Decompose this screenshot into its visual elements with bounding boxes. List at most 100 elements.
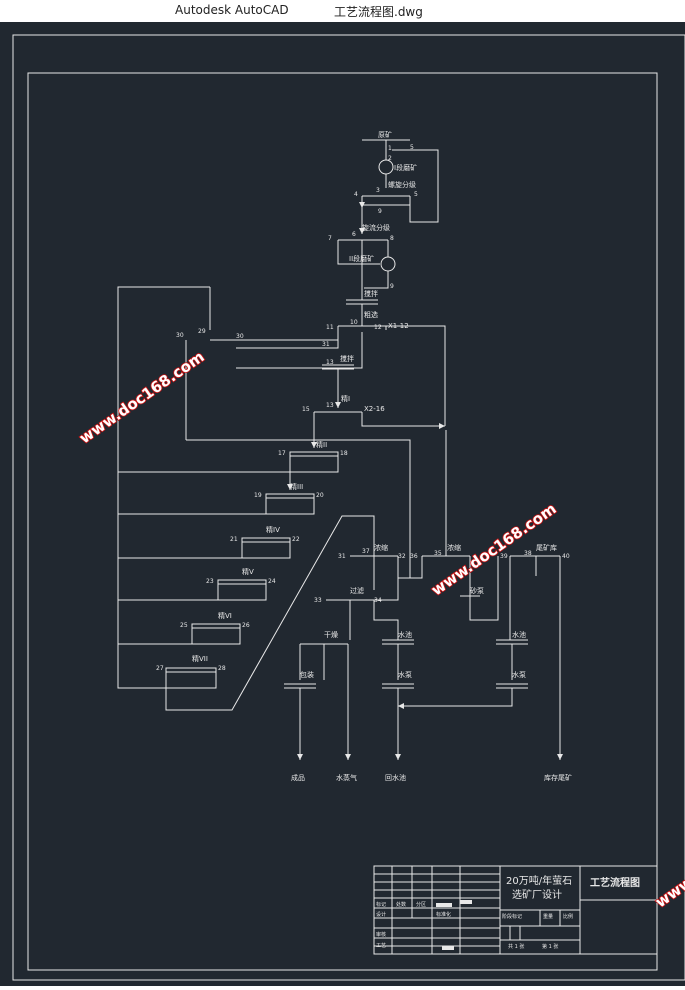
tb-label-scale: 比例 <box>563 913 573 920</box>
stream-number: 27 <box>156 665 164 672</box>
stream-number: 37 <box>362 548 370 555</box>
label-stir2: 搅拌 <box>340 354 354 363</box>
label-conc-thick: 浓缩 <box>374 543 388 552</box>
label-ore: 原矿 <box>378 130 392 139</box>
label-clean6: 精VI <box>218 611 232 620</box>
stream-number: 13 <box>326 402 334 409</box>
tb-label-count: 处数 <box>396 901 406 908</box>
label-clean5: 精V <box>242 567 254 576</box>
label-wp2: 水泵 <box>398 670 412 679</box>
output-steam: 水蒸气 <box>336 773 357 782</box>
stream-number: 7 <box>328 235 332 242</box>
label-clean1: 精I <box>341 394 350 403</box>
label-cyclone: 旋流分级 <box>362 223 390 232</box>
stream-number: 35 <box>434 550 442 557</box>
stream-number: 31 <box>338 553 346 560</box>
stream-number: 9 <box>390 283 394 290</box>
tb-sheet-page: 第 1 张 <box>542 943 558 950</box>
stream-number: 38 <box>524 550 532 557</box>
stream-number: 6 <box>352 231 356 238</box>
stream-number: 17 <box>278 450 286 457</box>
stream-number: 5 <box>414 191 418 198</box>
label-wp4: 水泵 <box>512 670 526 679</box>
tb-label-process: 工艺 <box>376 943 386 949</box>
stream-number: 34 <box>374 597 382 604</box>
app-title: Autodesk AutoCAD <box>175 3 289 17</box>
stream-number: 19 <box>254 492 262 499</box>
stream-number: 11 <box>326 324 334 331</box>
label-tail-dam: 尾矿库 <box>536 543 557 552</box>
tb-label-weight: 重量 <box>543 913 553 920</box>
inner-frame <box>27 72 658 971</box>
flowsheet-drawing: 原矿 I段磨矿 螺旋分级 旋流分级 II段磨矿 搅拌 粗选 搅拌 精I 精II … <box>12 34 685 981</box>
stream-number: 9 <box>378 208 382 215</box>
label-dry: 干燥 <box>324 630 338 639</box>
tb-label-standard: 标准化 <box>436 911 451 918</box>
stream-number: 29 <box>198 328 206 335</box>
label-clean7: 精VII <box>192 654 208 663</box>
stream-number: 30 <box>176 332 184 339</box>
label-scav-clean: X2-16 <box>364 405 385 413</box>
project-title-line2: 选矿厂设计 <box>512 888 562 901</box>
tb-label-mark: 标记 <box>376 901 386 908</box>
label-pump-b: 砂泵 <box>470 586 484 595</box>
stream-number: 4 <box>354 191 358 198</box>
stream-number: 15 <box>302 406 310 413</box>
stream-number: 24 <box>268 578 276 585</box>
title-block-fill <box>436 903 452 907</box>
label-scav-rough: X1-12 <box>388 322 409 330</box>
stream-number: 12 <box>374 324 382 331</box>
output-product: 成品 <box>291 773 305 782</box>
stream-number: 32 <box>398 553 406 560</box>
stream-number: 5 <box>410 144 414 151</box>
stream-number: 26 <box>242 622 250 629</box>
tb-label-zone: 分区 <box>416 901 426 908</box>
stream-number: 3 <box>376 187 380 194</box>
stream-number: 1 <box>388 145 392 152</box>
tb-sheet-total: 共 1 张 <box>508 943 524 950</box>
stream-number: 10 <box>350 319 358 326</box>
label-clean3: 精III <box>290 482 303 491</box>
stream-number: 28 <box>218 665 226 672</box>
stream-number: 18 <box>340 450 348 457</box>
label-stir1: 搅拌 <box>364 289 378 298</box>
tb-label-stage: 阶段标记 <box>502 913 522 920</box>
drawing-title: 工艺流程图 <box>590 876 640 889</box>
ball-mill-2-icon <box>380 256 396 272</box>
stream-number: 22 <box>292 536 300 543</box>
label-clean4: 精IV <box>266 525 280 534</box>
stream-number: 39 <box>500 553 508 560</box>
stream-number: 31 <box>322 341 330 348</box>
stream-number: 33 <box>314 597 322 604</box>
output-return-water: 回水池 <box>385 773 406 782</box>
stream-number: 8 <box>390 235 394 242</box>
label-wp3: 水池 <box>512 630 526 639</box>
stream-number: 30 <box>236 333 244 340</box>
file-title: 工艺流程图.dwg <box>334 5 423 19</box>
label-filter: 过滤 <box>350 586 364 595</box>
outer-frame <box>12 34 685 981</box>
drawing-canvas[interactable]: 原矿 I段磨矿 螺旋分级 旋流分级 II段磨矿 搅拌 粗选 搅拌 精I 精II … <box>0 22 685 986</box>
ball-mill-1-icon <box>378 159 394 175</box>
label-rough: 粗选 <box>364 310 378 319</box>
label-classifier1: 螺旋分级 <box>388 180 416 189</box>
stream-number: 36 <box>410 553 418 560</box>
label-clean2: 精II <box>316 440 327 449</box>
stream-number: 23 <box>206 578 214 585</box>
output-tailings: 库存尾矿 <box>544 773 572 782</box>
project-title-line1: 20万吨/年萤石 <box>506 874 572 887</box>
label-mill2: II段磨矿 <box>349 254 374 263</box>
label-tail-thick: 浓缩 <box>447 543 461 552</box>
title-block-fill <box>442 946 454 950</box>
stream-number: 21 <box>230 536 238 543</box>
title-block <box>373 865 658 955</box>
watermark-1: www.doc168.com <box>76 348 208 448</box>
tb-label-design: 设计 <box>376 911 386 918</box>
title-block-fill <box>460 900 472 904</box>
window-titlebar: Autodesk AutoCAD 工艺流程图.dwg <box>0 0 685 22</box>
label-wp1: 水池 <box>398 630 412 639</box>
stream-number: 40 <box>562 553 570 560</box>
stream-number: 20 <box>316 492 324 499</box>
label-mill1: I段磨矿 <box>394 163 417 172</box>
label-pack: 包装 <box>300 670 314 679</box>
